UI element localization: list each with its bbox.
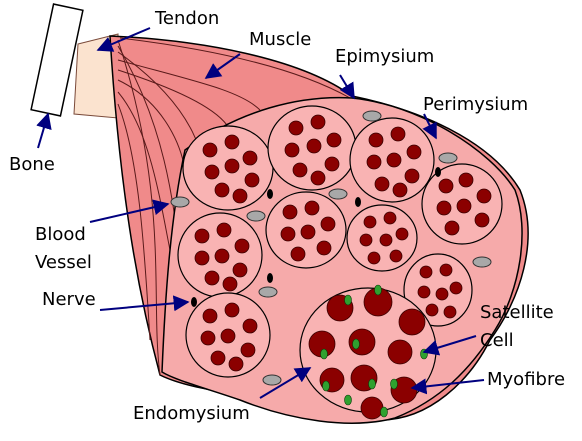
label-muscle: Muscle	[249, 29, 311, 50]
label-blood: Blood	[35, 224, 86, 245]
label-epimysium: Epimysium	[335, 46, 434, 67]
label-nerve: Nerve	[42, 289, 96, 310]
label-vessel: Vessel	[35, 252, 92, 273]
label-bone: Bone	[9, 154, 55, 175]
label-tendon: Tendon	[154, 8, 219, 29]
label-cell: Cell	[480, 330, 514, 351]
label-endomysium: Endomysium	[133, 403, 250, 424]
label-perimysium: Perimysium	[423, 94, 528, 115]
label-satellite: Satellite	[480, 302, 554, 323]
label-myofibre: Myofibre	[487, 369, 565, 390]
